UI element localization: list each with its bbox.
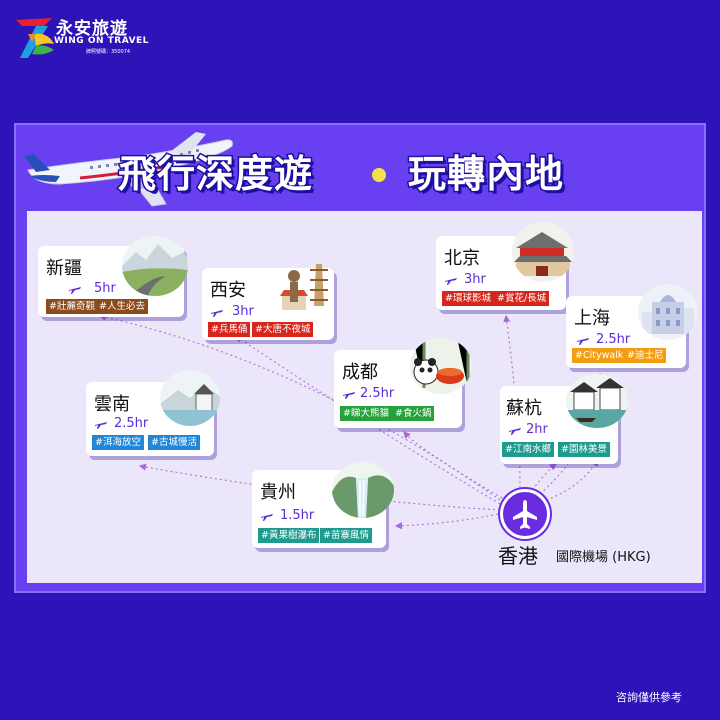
chengdu-panda-illustration [410,338,472,394]
flight-time: 2.5hr [114,416,149,431]
flight-time: 2hr [526,422,548,437]
tag: #人生必去 [96,299,148,314]
brand-name-cn: 永安旅遊 [56,19,128,39]
yunnan-lake-illustration [160,370,220,426]
title-separator-dot [372,168,386,182]
destination-name: 蘇杭 [506,398,542,419]
tag: #黃果樹瀑布 [258,528,320,543]
flight-time: 5hr [94,281,116,296]
disclaimer-note: 咨詢僅供參考 [616,691,682,704]
page-title-left: 飛行深度遊 [116,151,314,198]
route-guizhou [394,513,499,530]
xinjiang-landscape-illustration [122,236,188,296]
tag: #苗寨風情 [320,528,372,543]
tag: #迪士尼 [624,348,667,363]
tag: #食火鍋 [392,406,435,421]
destination-card-xinjiang[interactable]: 新疆 5hr #壯麗奇觀 #人生必去 [38,236,188,317]
page-title-right: 玩轉內地 [406,151,565,198]
logo-mark-icon [16,18,54,58]
destination-card-beijing[interactable]: 北京 3hr #環球影城 #賞花/長城 [436,222,574,310]
flight-time: 2.5hr [360,386,395,401]
flight-icon [445,278,457,285]
hub-subtitle: 國際機場 (HKG) [556,550,651,565]
route-suhang [531,463,557,491]
destination-card-guizhou[interactable]: 貴州 1.5hr #黃果樹瀑布 #苗寨風情 [252,462,394,548]
destination-name: 成都 [342,362,378,383]
flight-time: 3hr [464,272,486,287]
destination-card-suhang[interactable]: 蘇杭 2hr #江南水鄉 #園林美景 [500,374,628,464]
airplane-icon [24,132,233,207]
route-beijing [503,314,521,489]
flight-icon [261,514,273,521]
destination-card-shanghai[interactable]: 上海 2.5hr #Citywalk #迪士尼 [566,284,698,368]
brand-name-en: WING ON TRAVEL [54,36,149,46]
flight-time: 1.5hr [280,508,315,523]
route-xian [235,335,501,505]
airport-hub-marker [500,489,550,539]
destination-name: 雲南 [94,394,130,415]
logo [14,12,144,62]
flight-time: 2.5hr [596,332,631,347]
tag: #洱海放空 [92,435,144,450]
beijing-gate-illustration [512,222,574,282]
flight-icon [95,422,107,429]
tag: #環球影城 [442,291,494,306]
suhang-water-town-illustration [566,374,628,428]
tag: #賞花/長城 [494,291,550,306]
tag: #大唐不夜城 [252,322,314,337]
hub-name: 香港 [498,544,538,568]
destination-card-xian[interactable]: 西安 3hr #兵馬俑 #大唐不夜城 [202,264,334,340]
tag: #古城慢活 [148,435,200,450]
flight-icon [577,338,589,345]
flight-time: 3hr [232,304,254,319]
destination-card-yunnan[interactable]: 雲南 2.5hr #洱海放空 #古城慢活 [86,370,220,456]
tag: #壯麗奇觀 [46,299,98,314]
destination-name: 北京 [444,248,480,269]
guizhou-waterfall-illustration [332,462,394,518]
xian-pagoda-illustration [276,256,342,318]
route-chengdu [403,431,503,499]
destination-card-chengdu[interactable]: 成都 2.5hr #睇大熊貓 #食火鍋 [334,338,472,428]
flight-icon [509,428,521,435]
destination-name: 西安 [210,280,246,301]
tag: #園林美景 [558,442,610,457]
airplane-icon [513,500,537,529]
tag: #睇大熊貓 [340,406,392,421]
tag: #江南水鄉 [502,442,554,457]
destination-name: 上海 [574,308,610,329]
destination-name: 貴州 [260,482,296,503]
tag: #Citywalk [572,348,627,363]
tag: #兵馬俑 [208,322,251,337]
destination-name: 新疆 [46,258,82,279]
shanghai-building-illustration [638,284,698,340]
flight-icon [343,392,355,399]
flight-icon [69,287,81,294]
flight-icon [211,310,223,317]
brand-license: 牌照號碼：350074 [86,49,131,55]
